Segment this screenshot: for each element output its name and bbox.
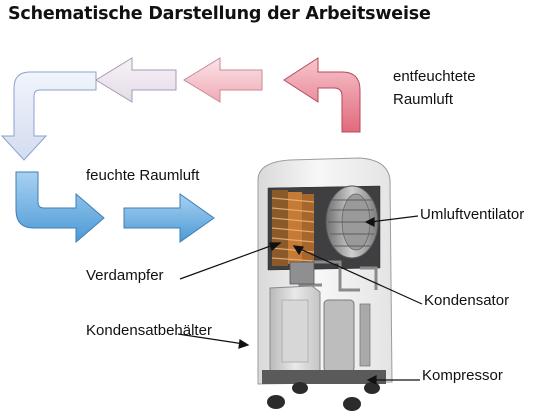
dry-air-label-line2: Raumluft bbox=[393, 91, 454, 108]
transition-curved-arrow bbox=[0, 71, 97, 161]
diagram-title: Schematische Darstellung der Arbeitsweis… bbox=[8, 4, 431, 24]
leader-fan bbox=[369, 215, 419, 223]
humid-air-flow-arrows bbox=[15, 171, 215, 244]
leader-condenser bbox=[297, 247, 423, 305]
unit-base bbox=[262, 370, 386, 384]
evaporator-label: Verdampfer bbox=[86, 267, 164, 284]
tank-label: Kondensatbehälter bbox=[86, 322, 212, 339]
dry-air-arrow-2 bbox=[183, 57, 263, 103]
fin-lines bbox=[271, 197, 315, 262]
dehumidifier-unit bbox=[257, 157, 393, 411]
fan-wheel bbox=[325, 185, 379, 259]
leader-lines bbox=[177, 215, 423, 385]
control-box bbox=[289, 261, 315, 285]
dry-air-curved-arrow bbox=[283, 57, 361, 133]
dry-air-arrow-3 bbox=[95, 57, 177, 103]
humid-air-curved-arrow bbox=[15, 171, 105, 244]
transition-air-flow bbox=[0, 71, 97, 161]
humid-air-arrow-2 bbox=[123, 193, 215, 243]
leader-evaporator bbox=[179, 243, 277, 280]
leader-tank bbox=[177, 333, 245, 345]
fan-label: Umluftventilator bbox=[420, 206, 525, 223]
compressor-body bbox=[323, 299, 355, 373]
humid-air-label: feuchte Raumluft bbox=[86, 167, 200, 184]
caster-wheels bbox=[267, 382, 380, 411]
compressor-label: Kompressor bbox=[422, 367, 503, 384]
dry-air-label-line1: entfeuchtete bbox=[393, 68, 476, 85]
compressor-pipe bbox=[359, 303, 371, 367]
dry-air-flow-arrows bbox=[95, 57, 361, 133]
condenser-label: Kondensator bbox=[424, 292, 510, 309]
tank-window bbox=[281, 299, 309, 363]
